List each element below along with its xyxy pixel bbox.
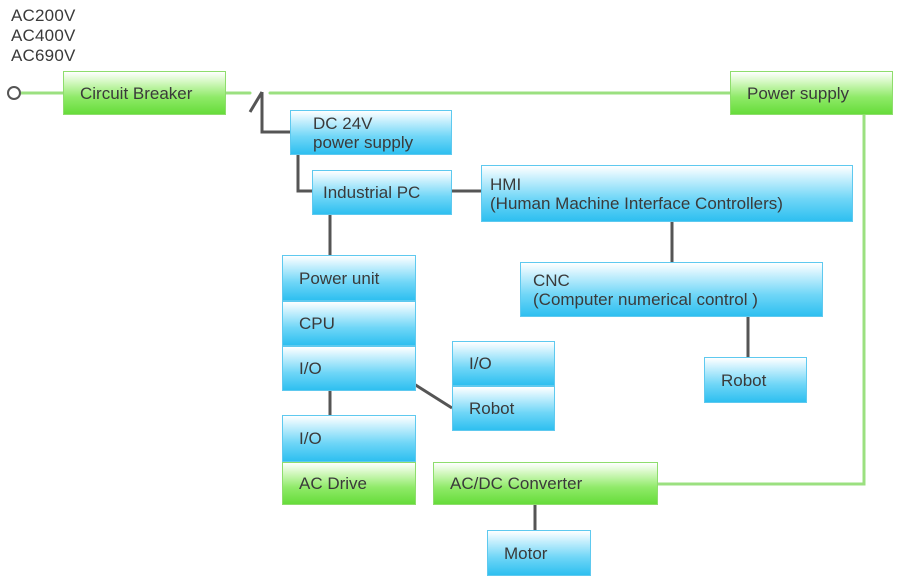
- input-voltage-labels: AC200V AC400V AC690V: [11, 6, 76, 66]
- voltage-label: AC690V: [11, 46, 76, 65]
- input-terminal: [7, 86, 21, 100]
- motor-label: Motor: [504, 543, 548, 563]
- circuit-breaker-label: Circuit Breaker: [80, 83, 193, 103]
- plc-io-box: I/O: [282, 346, 416, 391]
- remote-robot-label: Robot: [469, 399, 515, 418]
- plc-io-label: I/O: [299, 359, 322, 378]
- circuit-breaker-box: Circuit Breaker: [63, 71, 226, 115]
- voltage-label: AC200V: [11, 6, 76, 25]
- line-dc24v-to-pc: [296, 155, 312, 193]
- power-line-supply-to-converter: [656, 112, 866, 486]
- motor-box: Motor: [487, 530, 591, 576]
- dc24v-label: DC 24V: [313, 113, 373, 133]
- plc-cpu-box: CPU: [282, 301, 416, 346]
- remote-io-box: I/O: [452, 341, 555, 386]
- power-unit-label: Power unit: [299, 268, 380, 288]
- lower-io-box: I/O: [282, 415, 416, 462]
- lower-io-label: I/O: [299, 429, 322, 448]
- ac-drive-label: AC Drive: [299, 474, 368, 493]
- hmi-sublabel: (Human Machine Interface Controllers): [490, 193, 783, 213]
- remote-robot-box: Robot: [452, 386, 555, 431]
- power-supply-box: Power supply: [730, 71, 893, 115]
- dc24v-sublabel: power supply: [313, 132, 414, 152]
- cnc-robot-box: Robot: [704, 357, 807, 403]
- ac-drive-box: AC Drive: [282, 462, 416, 505]
- cnc-robot-label: Robot: [721, 370, 767, 390]
- cnc-label: CNC: [533, 270, 570, 290]
- switch-line: [260, 92, 290, 134]
- hmi-label: HMI: [490, 174, 522, 194]
- plc-power-unit-box: Power unit: [282, 255, 416, 301]
- switch-arm: [248, 91, 264, 113]
- cnc-sublabel: (Computer numerical control ): [533, 289, 758, 309]
- industrial-pc-label: Industrial PC: [323, 183, 421, 202]
- voltage-label: AC400V: [11, 26, 76, 45]
- line-io-to-remote: [413, 382, 453, 410]
- ac-dc-converter-label: AC/DC Converter: [450, 474, 583, 493]
- hmi-box: HMI (Human Machine Interface Controllers…: [481, 165, 853, 222]
- industrial-pc-box: Industrial PC: [312, 170, 452, 215]
- cnc-box: CNC (Computer numerical control ): [520, 262, 823, 317]
- dc24v-power-supply-box: DC 24V power supply: [290, 110, 452, 155]
- power-supply-label: Power supply: [747, 83, 850, 103]
- remote-io-label: I/O: [469, 354, 492, 373]
- cpu-label: CPU: [299, 314, 335, 333]
- ac-dc-converter-box: AC/DC Converter: [433, 462, 658, 505]
